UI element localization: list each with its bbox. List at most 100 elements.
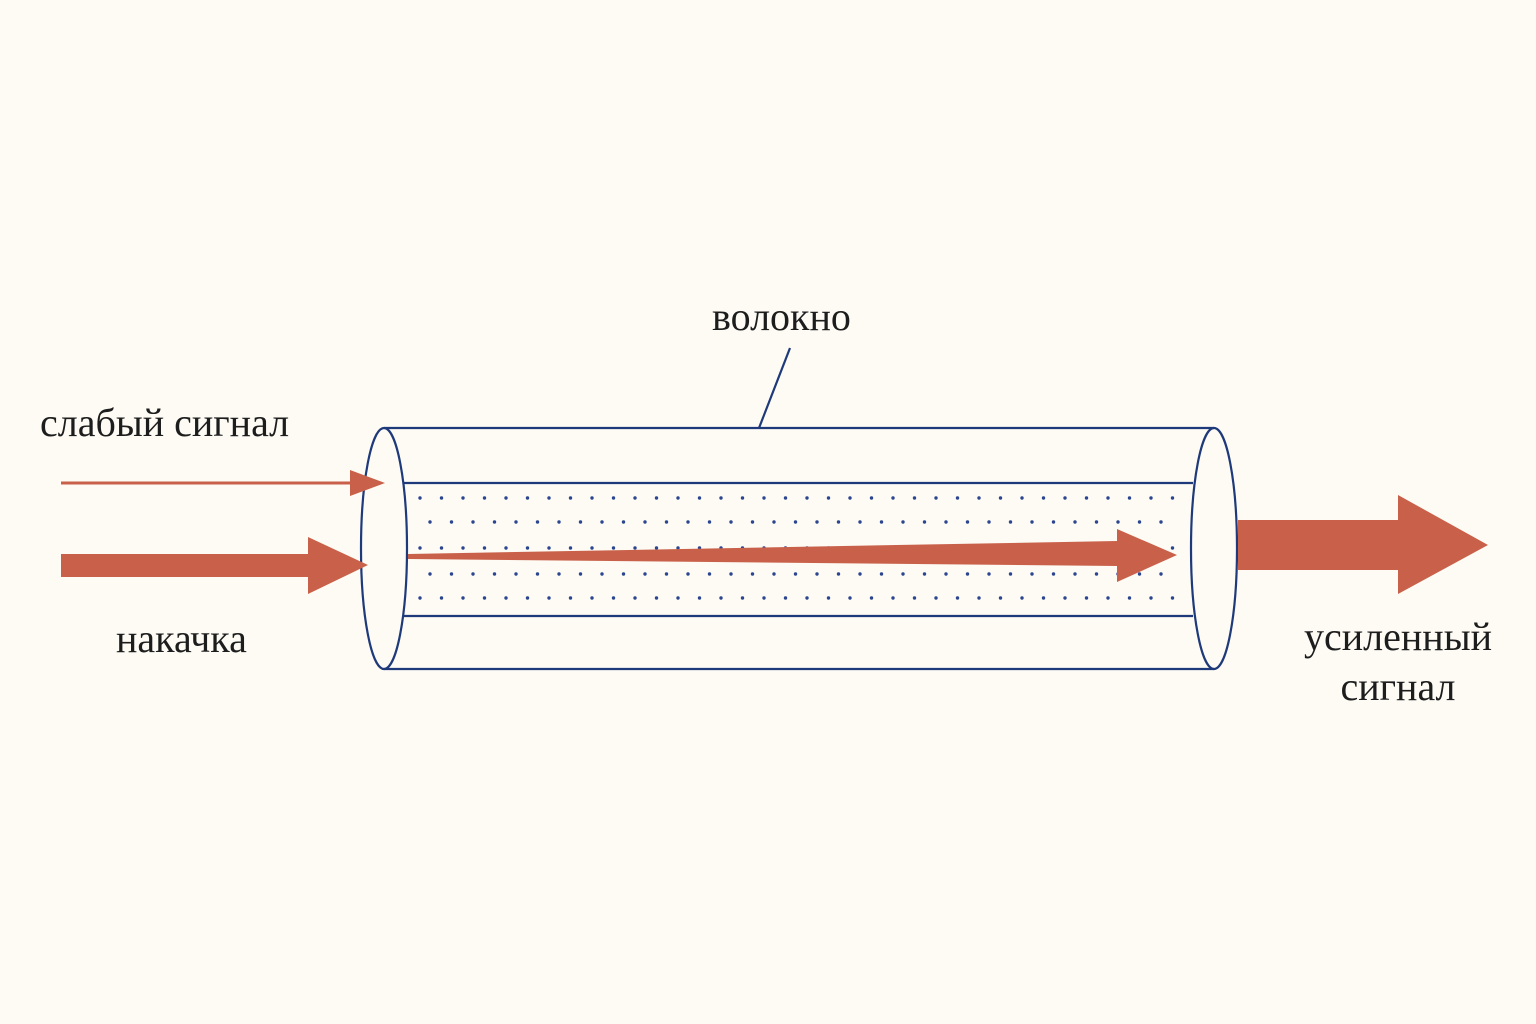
core-dot — [676, 546, 680, 550]
core-dot — [504, 546, 508, 550]
core-dot — [504, 496, 508, 500]
core-dot — [729, 572, 733, 576]
core-dot — [1106, 596, 1110, 600]
core-dot — [1030, 520, 1034, 524]
core-dot — [836, 520, 841, 524]
pump-label: накачка — [116, 616, 247, 661]
core-dot — [1020, 496, 1024, 500]
core-dot — [1030, 572, 1034, 576]
core-dot — [858, 572, 862, 576]
pump-arrow — [61, 537, 368, 594]
core-dot — [793, 572, 798, 576]
core-dot — [1063, 596, 1067, 600]
core-dot — [783, 596, 788, 600]
core-dot — [869, 596, 874, 600]
core-dot — [418, 496, 422, 500]
weak-signal-label: слабый сигнал — [40, 400, 290, 445]
core-dot — [912, 596, 917, 600]
core-dot — [686, 520, 690, 524]
core-dot — [428, 572, 432, 576]
core-dot — [805, 596, 809, 600]
core-dot — [1051, 520, 1056, 524]
core-dot — [1159, 520, 1163, 524]
core-dot — [934, 596, 938, 600]
core-dot — [471, 520, 475, 524]
core-dot — [621, 572, 626, 576]
core-dot — [1063, 496, 1067, 500]
core-dot — [815, 520, 819, 524]
core-dot — [1041, 596, 1046, 600]
core-dot — [633, 596, 637, 600]
core-dot — [719, 596, 723, 600]
core-dot — [428, 520, 432, 524]
core-dot — [879, 520, 884, 524]
core-dot — [1170, 596, 1175, 600]
core-dot — [998, 596, 1003, 600]
core-dot — [793, 520, 798, 524]
core-dot — [492, 520, 497, 524]
core-dot — [697, 596, 702, 600]
core-dot — [955, 596, 960, 600]
core-dot — [643, 572, 647, 576]
core-dot — [439, 496, 444, 500]
core-dot — [1149, 596, 1153, 600]
core-dot — [1170, 496, 1175, 500]
core-dot — [826, 596, 831, 600]
core-dot — [707, 572, 712, 576]
core-dot — [707, 520, 712, 524]
core-dot — [643, 520, 647, 524]
core-dot — [686, 572, 690, 576]
core-dot — [611, 496, 616, 500]
core-dot — [805, 496, 809, 500]
core-dot — [578, 520, 583, 524]
core-dot — [750, 520, 755, 524]
core-dot — [525, 546, 530, 550]
core-dot — [750, 572, 755, 576]
core-dot — [621, 520, 626, 524]
core-dot — [1008, 520, 1013, 524]
core-dot — [1159, 572, 1163, 576]
core-dot — [858, 520, 862, 524]
core-dot — [578, 572, 583, 576]
core-dot — [1094, 572, 1099, 576]
core-dot — [568, 546, 573, 550]
core-dot — [449, 520, 454, 524]
core-dot — [525, 496, 530, 500]
core-dot — [1073, 520, 1077, 524]
core-dot — [836, 572, 841, 576]
core-dot — [568, 496, 573, 500]
amplified-signal-arrow — [1238, 495, 1488, 594]
core-dot — [901, 520, 905, 524]
core-dot — [676, 596, 680, 600]
amplified-core-arrow — [408, 529, 1177, 582]
amplified-signal-label: усиленный сигнал — [1278, 612, 1518, 712]
core-dot — [547, 596, 551, 600]
core-dot — [955, 496, 960, 500]
core-dot — [482, 496, 487, 500]
amplified-signal-label-line1: усиленный — [1304, 614, 1492, 659]
core-dot — [879, 572, 884, 576]
core-dot — [535, 572, 540, 576]
core-dot — [590, 596, 594, 600]
core-dot — [998, 496, 1003, 500]
core-dot — [912, 496, 917, 500]
core-dot — [611, 546, 616, 550]
core-dot — [461, 496, 465, 500]
core-dot — [922, 520, 927, 524]
core-dot — [922, 572, 927, 576]
core-dot — [965, 572, 970, 576]
core-dot — [461, 596, 465, 600]
core-dot — [965, 520, 970, 524]
core-dot — [676, 496, 680, 500]
core-dot — [697, 496, 702, 500]
core-dot — [1137, 520, 1142, 524]
core-dot — [1137, 572, 1142, 576]
core-dot — [1127, 596, 1132, 600]
core-dot — [568, 596, 573, 600]
core-dot — [815, 572, 819, 576]
core-dot — [934, 496, 938, 500]
core-dot — [654, 596, 659, 600]
core-dot — [762, 596, 766, 600]
